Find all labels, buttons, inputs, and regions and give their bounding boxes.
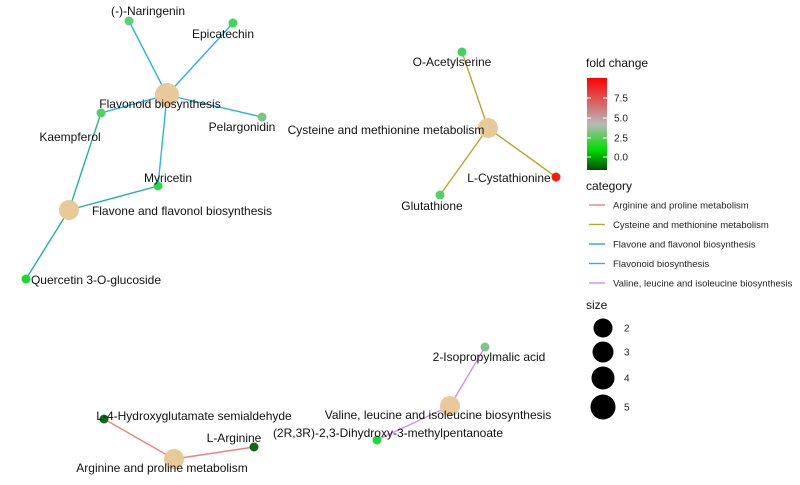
edge-p_val-isopropylmalic (449, 346, 486, 407)
pathway-node-p_val[interactable] (440, 396, 460, 416)
legend-size-title: size (586, 298, 608, 312)
category-key-label: Flavone and flavonol biosynthesis (613, 240, 756, 251)
edge-p_flavonoid-pelargonidin (166, 94, 263, 118)
compound-node-naringenin[interactable] (124, 16, 134, 26)
node-label-p_arg: Arginine and proline metabolism (76, 461, 247, 475)
category-items: Arginine and proline metabolismCysteine … (589, 201, 793, 290)
size-items: 2 3 4 5 (590, 318, 630, 420)
compound-node-oacetyl[interactable] (457, 47, 467, 57)
node-layer (21, 16, 561, 469)
node-label-arginine: L-Arginine (207, 431, 262, 445)
node-label-p_flavone: Flavone and flavonol biosynthesis (92, 204, 272, 218)
edge-p_flavonoid-myricetin (157, 94, 168, 187)
category-key-label: Valine, leucine and isoleucine biosynthe… (613, 279, 793, 290)
size-key-label: 5 (624, 403, 630, 414)
size-key-circle (590, 394, 616, 420)
compound-node-arginine[interactable] (249, 442, 259, 452)
edge-p_cys-glutathione (439, 127, 489, 196)
node-label-kaempferol: Kaempferol (39, 130, 100, 144)
compound-node-pelargonidin[interactable] (257, 112, 267, 122)
pathway-node-p_cys[interactable] (478, 118, 498, 138)
compound-node-glutathione[interactable] (435, 190, 445, 200)
node-label-p_cys: Cysteine and methionine metabolism (288, 123, 485, 137)
node-label-naringenin: (-)-Naringenin (111, 4, 185, 18)
compound-node-isopropylmalic[interactable] (480, 342, 490, 352)
size-key-circle (591, 366, 615, 390)
node-label-p_val: Valine, leucine and isoleucine biosynthe… (325, 408, 552, 422)
edge-p_flavone-kaempferol (68, 112, 102, 211)
size-key-circle (593, 318, 613, 338)
foldchange-tick-label: 5.0 (614, 114, 628, 125)
foldchange-tick-label: 2.5 (614, 134, 628, 145)
node-label-isopropylmalic: 2-Isopropylmalic acid (433, 350, 546, 364)
foldchange-tick-label: 0.0 (614, 153, 628, 164)
edge-p_flavonoid-epicatechin (166, 22, 234, 96)
size-key-label: 3 (624, 348, 630, 359)
foldchange-colorbar (587, 78, 607, 170)
edge-layer (25, 20, 557, 460)
compound-node-epicatechin[interactable] (228, 18, 238, 28)
foldchange-ticks: 7.5 5.0 2.5 0.0 (587, 94, 628, 164)
compound-node-quercetin[interactable] (21, 274, 31, 284)
category-key-label: Cysteine and methionine metabolism (613, 220, 769, 231)
node-label-hydroxyglutamate: L-4-Hydroxyglutamate semialdehyde (96, 409, 292, 423)
compound-node-myricetin[interactable] (153, 181, 163, 191)
pathway-node-p_flavonoid[interactable] (155, 83, 179, 107)
size-key-label: 4 (624, 374, 630, 385)
edge-p_flavone-quercetin (25, 209, 70, 280)
node-label-p_flavonoid: Flavonoid biosynthesis (99, 97, 220, 111)
size-key-circle (592, 341, 614, 363)
node-label-quercetin: Quercetin 3-O-glucoside (31, 273, 161, 287)
edge-p_flavone-myricetin (68, 185, 159, 211)
category-key-label: Arginine and proline metabolism (613, 201, 749, 212)
compound-node-cystathionine[interactable] (551, 172, 561, 182)
compound-node-dihydroxy[interactable] (372, 435, 382, 445)
node-label-myricetin: Myricetin (144, 171, 192, 185)
legend-foldchange-title: fold change (586, 56, 648, 70)
legend: fold change 7.5 5.0 2.5 0.0 category Argini… (586, 56, 793, 420)
node-label-cystathionine: L-Cystathionine (467, 171, 551, 185)
edge-p_arg-hydroxyglutamate (103, 418, 175, 460)
node-label-dihydroxy: (2R,3R)-2,3-Dihydroxy-3-methylpentanoate (273, 426, 503, 440)
pathway-node-p_flavone[interactable] (59, 200, 79, 220)
edge-p_cys-oacetyl (461, 51, 489, 129)
node-label-epicatechin: Epicatechin (192, 27, 254, 41)
edge-p_arg-arginine (173, 446, 255, 460)
compound-node-kaempferol[interactable] (96, 108, 106, 118)
pathway-node-p_arg[interactable] (164, 449, 184, 469)
edge-p_flavonoid-naringenin (128, 20, 168, 96)
node-label-glutathione: Glutathione (401, 199, 463, 213)
size-key-label: 2 (624, 324, 630, 335)
edge-p_val-dihydroxy (376, 405, 451, 441)
node-label-oacetyl: O-Acetylserine (413, 55, 492, 69)
category-key-label: Flavonoid biosynthesis (613, 259, 709, 270)
foldchange-tick-label: 7.5 (614, 94, 628, 105)
compound-node-hydroxyglutamate[interactable] (99, 414, 109, 424)
legend-category-title: category (586, 179, 632, 193)
edge-p_cys-cystathionine (487, 127, 557, 178)
node-label-pelargonidin: Pelargonidin (209, 120, 276, 134)
